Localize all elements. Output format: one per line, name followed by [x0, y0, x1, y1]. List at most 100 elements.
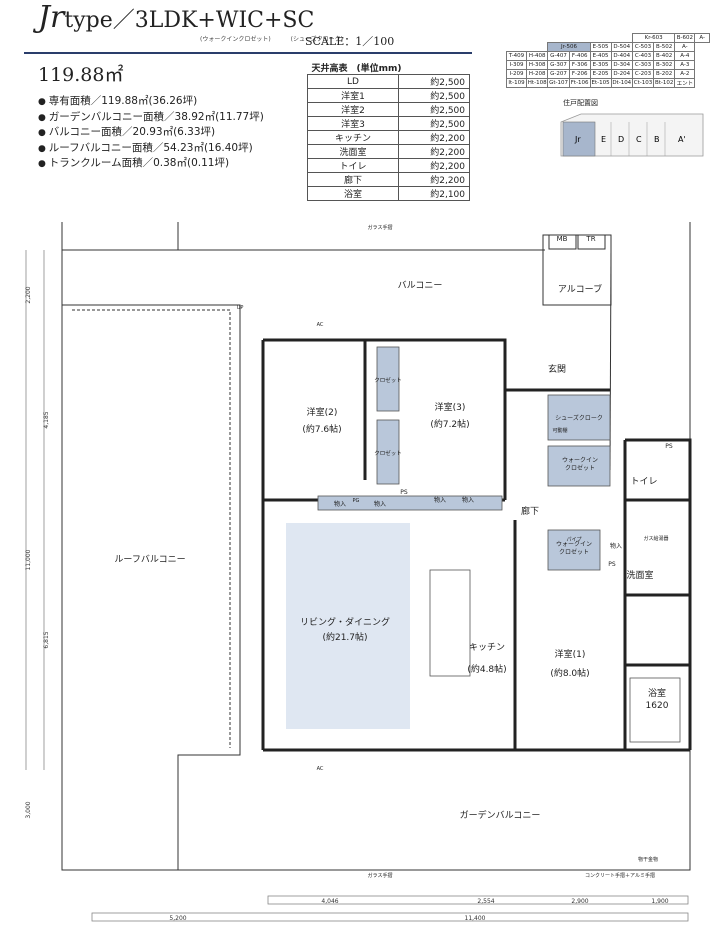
table-row: 廊下約2,200: [307, 172, 470, 187]
grid-cell: B-602: [674, 33, 696, 43]
alcove-label: アルコーブ: [558, 283, 602, 295]
ceiling-unit: (単位mm): [356, 64, 402, 74]
grid-cell: B-502: [653, 42, 676, 52]
height-cell: 約2,200: [398, 130, 470, 145]
floor-plan: バルコニー アルコーブ MB TR 玄関 洋室(2) (約7.6帖) 洋室(3)…: [25, 222, 692, 922]
storage-label: 物入: [334, 500, 346, 508]
grid-cell: A-2: [674, 69, 696, 79]
room-cell: トイレ: [307, 158, 399, 173]
sc-note: (シューズクローク): [290, 36, 343, 43]
key-plan-label: 住戸配置図: [563, 99, 598, 107]
shoes-label: シューズクローク: [555, 414, 603, 422]
storage-label: 物入: [374, 500, 386, 508]
bedroom-top-wall: [263, 338, 507, 500]
ps-label: PS: [400, 489, 408, 496]
living-size: (約21.7帖): [322, 631, 367, 643]
key-unit: C: [636, 135, 642, 144]
type-name: Jr: [38, 0, 65, 35]
height-cell: 約2,500: [398, 116, 470, 131]
bedroom1-label: 洋室(1): [555, 648, 586, 660]
pipe-label: パイプ: [566, 537, 581, 543]
grid-cell: Dt-104: [610, 78, 633, 88]
room-cell: 洋室1: [307, 88, 399, 103]
grid-cell: G-207: [547, 69, 570, 79]
dimension-bottom: 2,554: [477, 898, 494, 905]
dimension-left: 6,815: [43, 631, 50, 648]
movable-shelf-label: 可動棚: [552, 427, 567, 434]
grid-cell: C-303: [631, 60, 655, 70]
grid-cell: Ht-108: [526, 78, 549, 88]
dimension-bar: [91, 912, 689, 922]
table-row: 洗面室約2,200: [307, 144, 470, 159]
storage-label: 物入: [434, 496, 446, 504]
unit-location-grid: Kr-603 B-602 A- Jr-506 E-505 D-504 C-503…: [505, 33, 710, 88]
grid-cell: Kr-603: [631, 33, 676, 43]
spec-item: 専有面積／119.88㎡(36.26坪): [38, 94, 264, 110]
grid-cell: E-305: [589, 60, 612, 70]
key-plan-highlight: [562, 121, 596, 157]
closet-box: [376, 346, 400, 412]
key-plan: Jr E D C B A': [560, 113, 704, 157]
roof-inner-line: [72, 309, 231, 748]
wic1-box: [547, 445, 611, 487]
grid-cell: D-504: [610, 42, 633, 52]
bedroom2-label: 洋室(2): [307, 406, 338, 418]
grid-cell: E-205: [589, 69, 612, 79]
dimension-bottom: 11,400: [465, 915, 486, 922]
ps-label: PS: [608, 561, 616, 568]
header-rule: [24, 52, 472, 54]
grid-cell: Bt-102: [653, 78, 676, 88]
living-label: リビング・ダイニング: [300, 616, 390, 628]
grid-row: Kr-603 B-602 A-: [507, 33, 710, 43]
grid-cell: C-503: [631, 42, 655, 52]
balcony-label: バルコニー: [398, 280, 443, 291]
grid-cell: D-304: [610, 60, 633, 70]
living-dining-area: [286, 523, 410, 729]
bath-label: 浴室: [648, 687, 666, 699]
grid-cell: A-4: [674, 51, 696, 61]
bath-size: 1620: [646, 701, 669, 711]
closet-label: クロゼット: [374, 449, 402, 457]
ac-label: AC: [317, 766, 324, 772]
grid-cell: B-402: [653, 51, 676, 61]
glass-rail-label: ガラス手摺: [368, 224, 393, 231]
grid-cell: G-307: [547, 60, 570, 70]
closet-label: クロゼット: [374, 376, 402, 384]
hall-label: 廊下: [521, 505, 539, 517]
layout-notes: (ウォークインクロゼット) (シューズクローク): [200, 34, 343, 43]
spec-item: ルーフバルコニー面積／54.23㎡(16.40坪): [38, 141, 264, 157]
washroom-label: 洗面室: [626, 569, 653, 581]
key-plan-outline: [560, 113, 704, 157]
wic2-label-b: クロゼット: [559, 548, 589, 556]
grid-cell: D-204: [610, 69, 633, 79]
scale-label: SCALE：1／100: [305, 35, 395, 48]
table-row: 浴室約2,100: [307, 186, 470, 201]
total-area: 119.88㎡: [38, 64, 124, 86]
height-cell: 約2,200: [398, 144, 470, 159]
glass-rail-label: ガラス手摺: [368, 872, 393, 879]
dimension-left: 11,000: [25, 549, 32, 570]
height-cell: 約2,500: [398, 102, 470, 117]
grid-cell: C-403: [631, 51, 655, 61]
ceiling-title: 天井高表: [311, 64, 348, 74]
grid-cell: T-409: [505, 51, 528, 61]
grid-cell: A-3: [674, 60, 696, 70]
bedroom3-label: 洋室(3): [435, 401, 466, 413]
height-cell: 約2,500: [398, 74, 470, 89]
kitchen-island: [429, 569, 471, 677]
mb-label: MB: [557, 235, 568, 243]
storage-label: 物入: [610, 542, 622, 550]
grid-cell: B-302: [653, 60, 676, 70]
grid-cell: Ft-106: [568, 78, 591, 88]
dimension-bottom: 4,046: [321, 898, 338, 905]
grid-cell: H-208: [526, 69, 549, 79]
layout-name: ／3LDK+WIC+SC: [112, 8, 315, 33]
room-cell: 浴室: [307, 186, 399, 201]
grid-cell: Ct-103: [631, 78, 655, 88]
